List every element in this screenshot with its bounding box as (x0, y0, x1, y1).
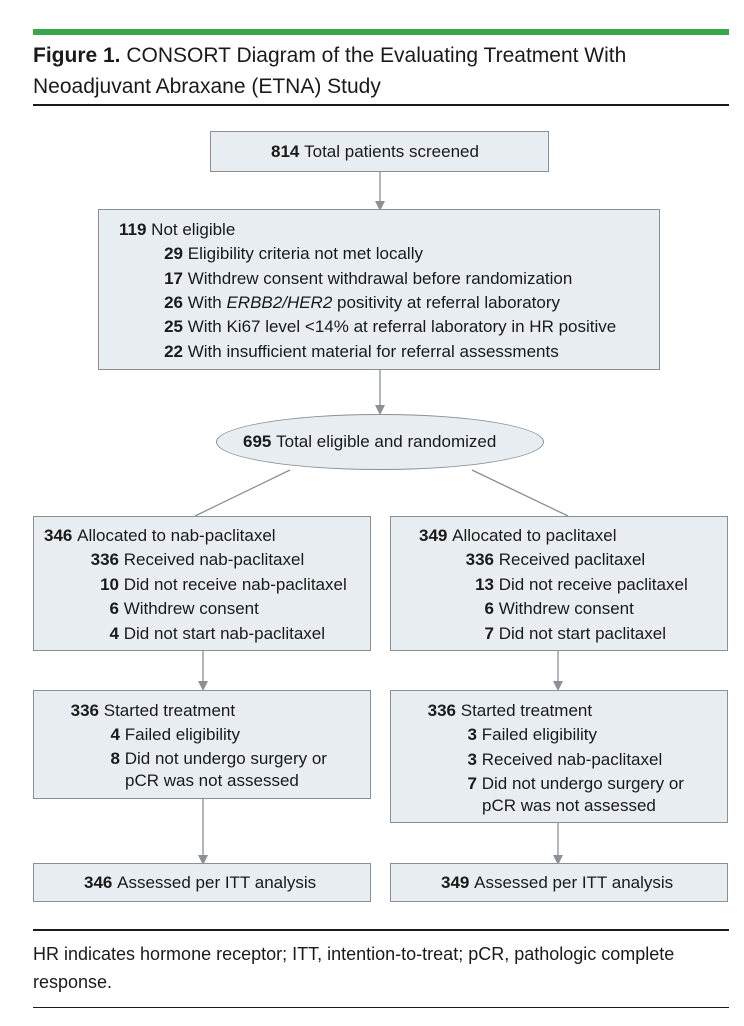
right-withdrew-label: Withdrew consent (498, 599, 634, 618)
left-withdrew-count: 6 (109, 599, 119, 618)
right-failed-count: 3 (467, 725, 477, 744)
left-allocated-count: 346 (44, 526, 73, 545)
right-failed-label: Failed eligibility (481, 725, 598, 744)
left-received-label: Received nab-paclitaxel (123, 550, 305, 569)
line-randomized-to-left (194, 469, 291, 517)
left-started-count: 336 (70, 701, 99, 720)
not-eligible-count: 119 (119, 220, 147, 239)
randomized-count: 695 (243, 432, 272, 451)
right-allocated-count: 349 (419, 526, 448, 545)
right-started-box: 336 Started treatment 3 Failed eligibili… (390, 690, 728, 823)
left-assessed-label: Assessed per ITT analysis (117, 873, 317, 892)
right-allocation-box: 349 Allocated to paclitaxel 336 Received… (390, 516, 728, 651)
right-no-surgery-label-cont: pCR was not assessed (482, 796, 656, 815)
exclusion-label: Eligibility criteria not met locally (187, 244, 423, 263)
left-failed-count: 4 (110, 725, 120, 744)
figure-title-text: CONSORT Diagram of the Evaluating Treatm… (33, 44, 627, 98)
right-started-label: Started treatment (460, 701, 593, 720)
left-no-surgery-label-cont: pCR was not assessed (125, 771, 299, 790)
right-assessed-box: 349 Assessed per ITT analysis (390, 863, 728, 902)
screened-label: Total patients screened (304, 142, 479, 161)
exclusion-count: 25 (164, 317, 183, 336)
left-assessed-count: 346 (84, 873, 113, 892)
figure-title: Figure 1. CONSORT Diagram of the Evaluat… (33, 40, 729, 102)
exclusion-count: 22 (164, 342, 183, 361)
right-received-count: 336 (465, 550, 494, 569)
left-not-started-label: Did not start nab-paclitaxel (123, 624, 326, 643)
title-accent-bar (33, 29, 729, 35)
left-not-started-count: 4 (109, 624, 119, 643)
right-nab-label: Received nab-paclitaxel (481, 750, 663, 769)
right-started-count: 336 (427, 701, 456, 720)
exclusion-label-gene: ERBB2/HER2 (226, 293, 333, 312)
left-no-surgery-count: 8 (110, 749, 120, 768)
footnote: HR indicates hormone receptor; ITT, inte… (33, 944, 675, 992)
right-no-surgery-label: Did not undergo surgery or (481, 774, 684, 793)
right-not-received-count: 13 (475, 575, 494, 594)
exclusion-count: 29 (164, 244, 183, 263)
left-started-label: Started treatment (103, 701, 236, 720)
not-eligible-label: Not eligible (151, 220, 236, 239)
left-withdrew-label: Withdrew consent (123, 599, 259, 618)
left-no-surgery-label: Did not undergo surgery or (124, 749, 327, 768)
footnote-divider-top (33, 929, 729, 931)
line-randomized-to-right (471, 469, 569, 517)
exclusion-label: Withdrew consent withdrawal before rando… (187, 269, 573, 288)
left-allocated-label: Allocated to nab-paclitaxel (77, 526, 276, 545)
left-assessed-box: 346 Assessed per ITT analysis (33, 863, 371, 902)
right-allocated-label: Allocated to paclitaxel (452, 526, 617, 545)
right-assessed-label: Assessed per ITT analysis (474, 873, 674, 892)
right-not-started-count: 7 (484, 624, 494, 643)
exclusion-label: With Ki67 level <14% at referral laborat… (187, 317, 617, 336)
right-no-surgery-count: 7 (467, 774, 477, 793)
left-received-count: 336 (90, 550, 119, 569)
randomized-label: Total eligible and randomized (276, 432, 497, 451)
left-started-box: 336 Started treatment 4 Failed eligibili… (33, 690, 371, 799)
screened-count: 814 (271, 142, 300, 161)
right-not-started-label: Did not start paclitaxel (498, 624, 666, 643)
left-not-received-label: Did not receive nab-paclitaxel (123, 575, 347, 594)
right-assessed-count: 349 (441, 873, 470, 892)
title-divider (33, 104, 729, 106)
left-failed-label: Failed eligibility (124, 725, 241, 744)
footnote-divider-bottom (33, 1007, 729, 1008)
exclusion-count: 26 (164, 293, 183, 312)
screened-box: 814 Total patients screened (210, 131, 549, 172)
right-withdrew-count: 6 (484, 599, 494, 618)
right-not-received-label: Did not receive paclitaxel (498, 575, 688, 594)
figure-label: Figure 1. (33, 44, 121, 67)
exclusion-label-pre: With (187, 293, 227, 312)
exclusion-count: 17 (164, 269, 183, 288)
right-received-label: Received paclitaxel (498, 550, 646, 569)
left-allocation-box: 346 Allocated to nab-paclitaxel 336 Rece… (33, 516, 371, 651)
not-eligible-box: 119 Not eligible 29 Eligibility criteria… (98, 209, 660, 370)
randomized-oval: 695 Total eligible and randomized (216, 414, 544, 470)
left-not-received-count: 10 (100, 575, 119, 594)
exclusion-label-post: positivity at referral laboratory (332, 293, 560, 312)
exclusion-label: With insufficient material for referral … (187, 342, 559, 361)
right-nab-count: 3 (467, 750, 477, 769)
